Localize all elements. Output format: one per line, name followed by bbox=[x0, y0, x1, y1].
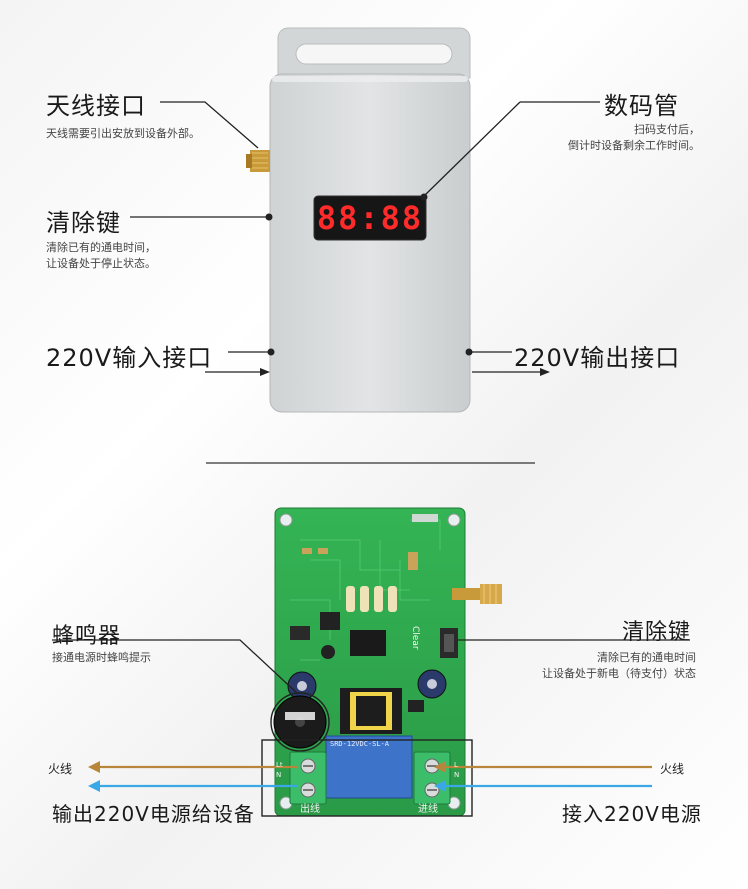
clear-key-desc-line: 清除已有的通电时间， bbox=[46, 241, 156, 254]
live-wire-left-label: 火线 bbox=[48, 762, 73, 776]
output-port-title: 220V输出接口 bbox=[514, 344, 681, 372]
top-leader-lines bbox=[130, 101, 600, 373]
output-terminal-block bbox=[289, 751, 327, 805]
antenna-title: 天线接口 bbox=[46, 92, 146, 120]
clear-key-title: 清除键 bbox=[46, 209, 121, 237]
live-wire-right-label: 火线 bbox=[660, 762, 685, 776]
display-readout: 88:88 bbox=[316, 199, 424, 237]
clear-key-desc-line: 让设备处于停止状态。 bbox=[46, 257, 156, 270]
bottom-clear-key-desc-line: 清除已有的通电时间 bbox=[597, 651, 696, 664]
display-title: 数码管 bbox=[604, 92, 679, 120]
input-terminal-block bbox=[413, 751, 451, 805]
bottom-clear-key-title: 清除键 bbox=[622, 620, 692, 645]
pcb-board bbox=[274, 507, 502, 817]
antenna-desc: 天线需要引出安放到设备外部。 bbox=[46, 127, 200, 140]
output-power-label: 输出220V电源给设备 bbox=[52, 802, 255, 826]
clear-silkscreen: Clear bbox=[410, 626, 420, 650]
in-silkscreen: 进线 bbox=[418, 804, 438, 815]
input-power-label: 接入220V电源 bbox=[562, 802, 702, 826]
wire-arrows bbox=[88, 761, 652, 792]
top-leader-dots bbox=[260, 193, 550, 376]
display-desc-line: 倒计时设备剩余工作时间。 bbox=[568, 139, 700, 152]
bottom-leader-lines bbox=[52, 639, 690, 695]
ln-left-silkscreen: Lt N bbox=[276, 761, 283, 779]
relay-label: SRD-12VDC-SL-A bbox=[330, 740, 390, 748]
input-port-title: 220V输入接口 bbox=[46, 344, 213, 372]
clear-key-desc: 清除已有的通电时间， 让设备处于停止状态。 bbox=[46, 240, 156, 272]
bottom-clear-key-desc: 清除已有的通电时间 让设备处于新电（待支付）状态 bbox=[470, 650, 696, 682]
relay bbox=[325, 735, 413, 799]
buzzer-title: 蜂鸣器 bbox=[52, 624, 122, 649]
enclosure bbox=[269, 27, 471, 413]
out-silkscreen: 出线 bbox=[300, 804, 320, 815]
bottom-clear-key-desc-line: 让设备处于新电（待支付）状态 bbox=[542, 667, 696, 680]
buzzer-desc: 接通电源时蜂鸣提示 bbox=[52, 651, 151, 664]
buzzer-icon bbox=[273, 695, 327, 749]
terminal-highlight-box bbox=[261, 739, 473, 817]
antenna-connector-icon bbox=[246, 150, 270, 172]
seven-segment-display bbox=[313, 195, 427, 241]
display-desc: 扫码支付后， 倒计时设备剩余工作时间。 bbox=[470, 122, 700, 154]
display-desc-line: 扫码支付后， bbox=[634, 123, 700, 136]
ln-right-silkscreen: L N bbox=[454, 761, 460, 779]
